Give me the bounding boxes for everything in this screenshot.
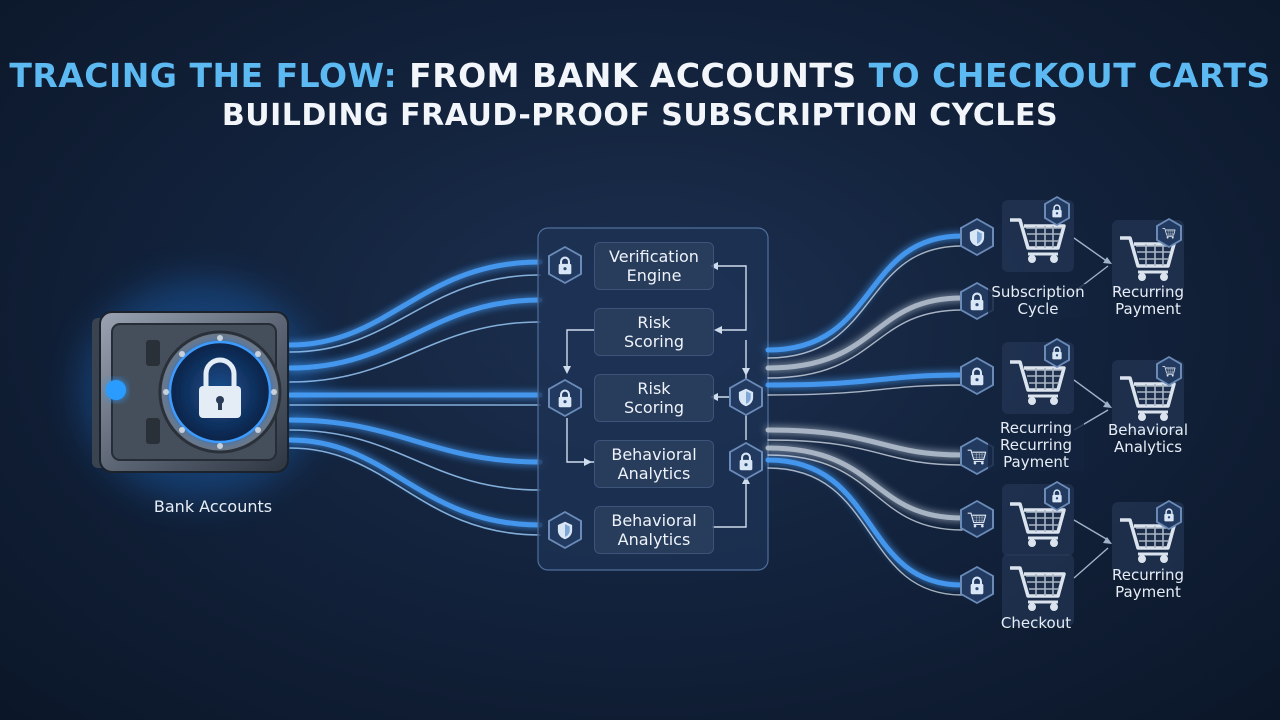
title-part-tracing: TRACING THE FLOW: — [9, 56, 398, 95]
recurring-payment-label: Recurring Payment — [1112, 566, 1184, 601]
verification-lock-icon — [548, 246, 582, 284]
cart-cart-badge — [1156, 356, 1182, 386]
cart-tile — [1002, 554, 1074, 626]
output-shield-icon — [960, 218, 994, 256]
recurring-recurring-payment-label: Recurring Recurring Payment — [988, 420, 1084, 471]
title-line-2: BUILDING FRAUD-PROOF SUBSCRIPTION CYCLES — [221, 98, 1059, 133]
checkout-label: Checkout — [1000, 614, 1072, 632]
engine-step-label: Verification Engine — [609, 247, 699, 285]
output-lock-icon — [960, 357, 994, 395]
engine-step-risk-2: Risk Scoring — [594, 374, 714, 422]
engine-step-label: Risk Scoring — [623, 313, 685, 351]
cart-icon — [1008, 562, 1068, 612]
cart-cart-badge — [1156, 218, 1182, 248]
engine-step-verification: Verification Engine — [594, 242, 714, 290]
subscription-cycle-label: Subscription Cycle — [988, 284, 1088, 318]
cart-lock-badge — [1044, 196, 1070, 226]
engine-step-label: Behavioral Analytics — [611, 445, 697, 483]
bank-accounts-label: Bank Accounts — [153, 497, 273, 516]
risk-lock-icon — [548, 379, 582, 417]
recurring-payment-label: Recurring Payment — [1112, 283, 1184, 318]
vault — [92, 311, 289, 473]
cart-lock-badge — [1044, 481, 1070, 511]
engine-arrowheads — [563, 262, 750, 484]
engine-step-label: Risk Scoring — [623, 379, 685, 417]
left-flow-lines — [287, 259, 543, 536]
cart-arrows — [1073, 237, 1109, 579]
engine-step-label: Behavioral Analytics — [611, 511, 697, 549]
cart-lock-badge — [1044, 338, 1070, 368]
right-flow-lines — [765, 233, 965, 596]
title-part-bank-accounts: FROM BANK ACCOUNTS — [409, 56, 857, 95]
title-part-checkout: TO CHECKOUT CARTS — [868, 56, 1271, 95]
engine-step-behavioral-2: Behavioral Analytics — [594, 506, 714, 554]
cart-lock-badge — [1156, 500, 1182, 530]
engine-lock-icon — [729, 442, 763, 480]
title-line-1: TRACING THE FLOW: FROM BANK ACCOUNTS TO … — [0, 56, 1280, 95]
cart-arrowheads — [1103, 257, 1112, 544]
engine-shield-icon — [729, 378, 763, 416]
behavioral-analytics-label: Behavioral Analytics — [1108, 421, 1188, 456]
engine-step-risk-1: Risk Scoring — [594, 308, 714, 356]
engine-step-behavioral-1: Behavioral Analytics — [594, 440, 714, 488]
